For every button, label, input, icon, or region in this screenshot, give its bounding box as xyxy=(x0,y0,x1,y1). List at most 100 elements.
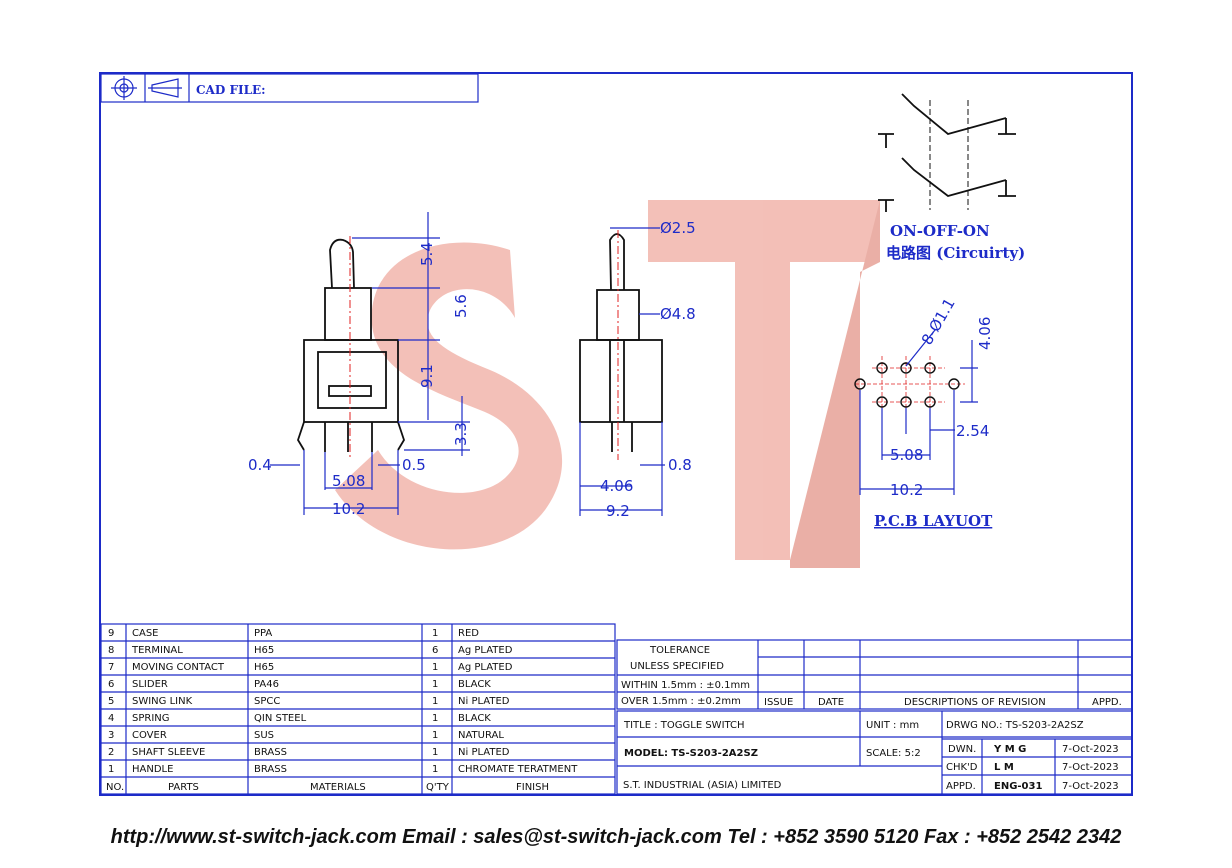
parts-cell: CASE xyxy=(132,628,159,639)
parts-cell: CHROMATE TERATMENT xyxy=(458,764,578,775)
revision-issue-header: ISSUE xyxy=(764,697,793,708)
parts-cell: 1 xyxy=(432,713,438,724)
parts-cell: 1 xyxy=(432,764,438,775)
parts-cell: 4 xyxy=(108,713,114,724)
parts-cell: RED xyxy=(458,628,479,639)
dwn-name: Y M G xyxy=(993,744,1026,755)
drawing-scale: SCALE: 5:2 xyxy=(866,748,921,759)
pcb-title: P.C.B LAYUOT xyxy=(874,512,993,530)
revision-desc-header: DESCRIPTIONS OF REVISION xyxy=(904,697,1046,708)
pcb-offset: 2.54 xyxy=(956,422,989,440)
parts-cell: H65 xyxy=(254,662,274,673)
projection-symbol-icon xyxy=(111,76,182,100)
dim-dia-48: Ø4.8 xyxy=(660,305,696,323)
circuit-mode: ON-OFF-ON xyxy=(890,222,990,240)
parts-cell: SUS xyxy=(254,730,274,741)
parts-cell: 1 xyxy=(432,747,438,758)
parts-cell: 5 xyxy=(108,696,114,707)
parts-cell: 7 xyxy=(108,662,114,673)
parts-cell: BLACK xyxy=(458,679,491,690)
parts-cell: 1 xyxy=(432,679,438,690)
circuit-symbol: ON-OFF-ON 电路图 (Circuirty) xyxy=(878,93,1025,262)
st-watermark xyxy=(335,200,880,568)
dim-pin-width-04: 0.4 xyxy=(248,456,272,474)
dim-body-height: 9.1 xyxy=(418,364,436,388)
parts-cell: 2 xyxy=(108,747,114,758)
parts-cell: SPRING xyxy=(132,713,170,724)
front-view xyxy=(297,236,405,460)
parts-cell: Ni PLATED xyxy=(458,696,510,707)
parts-cell: QIN STEEL xyxy=(254,713,307,724)
parts-cell: 8 xyxy=(108,645,114,656)
parts-cell: H65 xyxy=(254,645,274,656)
dim-side-92: 9.2 xyxy=(606,502,630,520)
parts-cell: 9 xyxy=(108,628,114,639)
dim-pitch-508: 5.08 xyxy=(332,472,365,490)
parts-cell: BLACK xyxy=(458,713,491,724)
col-header-qty: Q'TY xyxy=(426,782,450,793)
dim-dia-25: Ø2.5 xyxy=(660,219,696,237)
parts-cell: SWING LINK xyxy=(132,696,193,707)
pcb-span: 10.2 xyxy=(890,481,923,499)
tolerance-over: OVER 1.5mm : ±0.2mm xyxy=(621,696,741,707)
parts-cell: COVER xyxy=(132,730,167,741)
col-header-parts: PARTS xyxy=(168,782,199,793)
dim-width-102: 10.2 xyxy=(332,500,365,518)
parts-cell: BRASS xyxy=(254,764,287,775)
parts-cell: NATURAL xyxy=(458,730,504,741)
pcb-pitch: 5.08 xyxy=(890,446,923,464)
company-name: S.T. INDUSTRIAL (ASIA) LIMITED xyxy=(623,780,782,791)
parts-cell: MOVING CONTACT xyxy=(132,662,225,673)
parts-cell: 6 xyxy=(108,679,114,690)
parts-cell: SPCC xyxy=(254,696,280,707)
front-view-dimensions: 5.4 5.6 9.1 3.3 0.4 0.5 5.08 10.2 xyxy=(248,212,470,518)
drawing-number: DRWG NO.: TS-S203-2A2SZ xyxy=(946,720,1084,731)
col-header-materials: MATERIALS xyxy=(310,782,366,793)
drawing-unit: UNIT : mm xyxy=(866,720,919,731)
parts-cell: Ag PLATED xyxy=(458,645,513,656)
cad-file-label: CAD FILE: xyxy=(196,83,266,97)
contact-footer: http://www.st-switch-jack.com Email : sa… xyxy=(110,826,1122,848)
drawing-title: TITLE : TOGGLE SWITCH xyxy=(623,720,745,731)
pcb-layout: 8-Ø1.1 4.06 2.54 5.08 10.2 P.C.B LAYUOT xyxy=(854,295,994,530)
tolerance-revision-block: TOLERANCE UNLESS SPECIFIED WITHIN 1.5mm … xyxy=(616,639,1133,710)
dim-side-406: 4.06 xyxy=(600,477,633,495)
drawing-frame xyxy=(99,72,1133,796)
model-number: MODEL: TS-S203-2A2SZ xyxy=(624,748,758,759)
parts-cell: BRASS xyxy=(254,747,287,758)
tolerance-title: TOLERANCE xyxy=(649,645,710,656)
side-view xyxy=(579,230,663,460)
revision-date-header: DATE xyxy=(818,697,844,708)
dwn-date: 7-Oct-2023 xyxy=(1062,744,1119,755)
parts-cell: SLIDER xyxy=(132,679,168,690)
parts-cell: 3 xyxy=(108,730,114,741)
parts-cell: PPA xyxy=(254,628,272,639)
parts-cell: 6 xyxy=(432,645,438,656)
title-block: TITLE : TOGGLE SWITCH UNIT : mm DRWG NO.… xyxy=(616,710,1133,795)
dim-handle-length: 5.4 xyxy=(418,242,436,266)
pcb-row-gap: 4.06 xyxy=(976,317,994,350)
tolerance-subtitle: UNLESS SPECIFIED xyxy=(630,661,724,672)
chk-name: L M xyxy=(994,762,1014,773)
circuit-caption: 电路图 (Circuirty) xyxy=(886,244,1025,262)
appd-name: ENG-031 xyxy=(994,781,1042,792)
revision-appd-header: APPD. xyxy=(1092,697,1122,708)
cad-header: CAD FILE: xyxy=(100,73,479,103)
side-view-dimensions: Ø2.5 Ø4.8 0.8 4.06 9.2 xyxy=(579,219,696,520)
parts-cell: HANDLE xyxy=(132,764,173,775)
dim-bushing-length: 5.6 xyxy=(452,294,470,318)
pcb-hole-spec: 8-Ø1.1 xyxy=(918,295,959,348)
parts-cell: Ni PLATED xyxy=(458,747,510,758)
parts-table: 9 CASE PPA 1 RED 8 TERMINAL H65 6 Ag PLATED 7 MOVIN… xyxy=(100,623,616,795)
parts-cell: 1 xyxy=(108,764,114,775)
parts-cell: TERMINAL xyxy=(131,645,183,656)
chk-label: CHK'D xyxy=(946,762,978,773)
tolerance-within: WITHIN 1.5mm : ±0.1mm xyxy=(621,680,750,691)
dim-pin-width-05: 0.5 xyxy=(402,456,426,474)
appd-label: APPD. xyxy=(946,781,976,792)
dim-pin-length: 3.3 xyxy=(452,422,470,446)
parts-cell: SHAFT SLEEVE xyxy=(132,747,205,758)
parts-cell: PA46 xyxy=(254,679,279,690)
col-header-no: NO. xyxy=(106,782,124,793)
